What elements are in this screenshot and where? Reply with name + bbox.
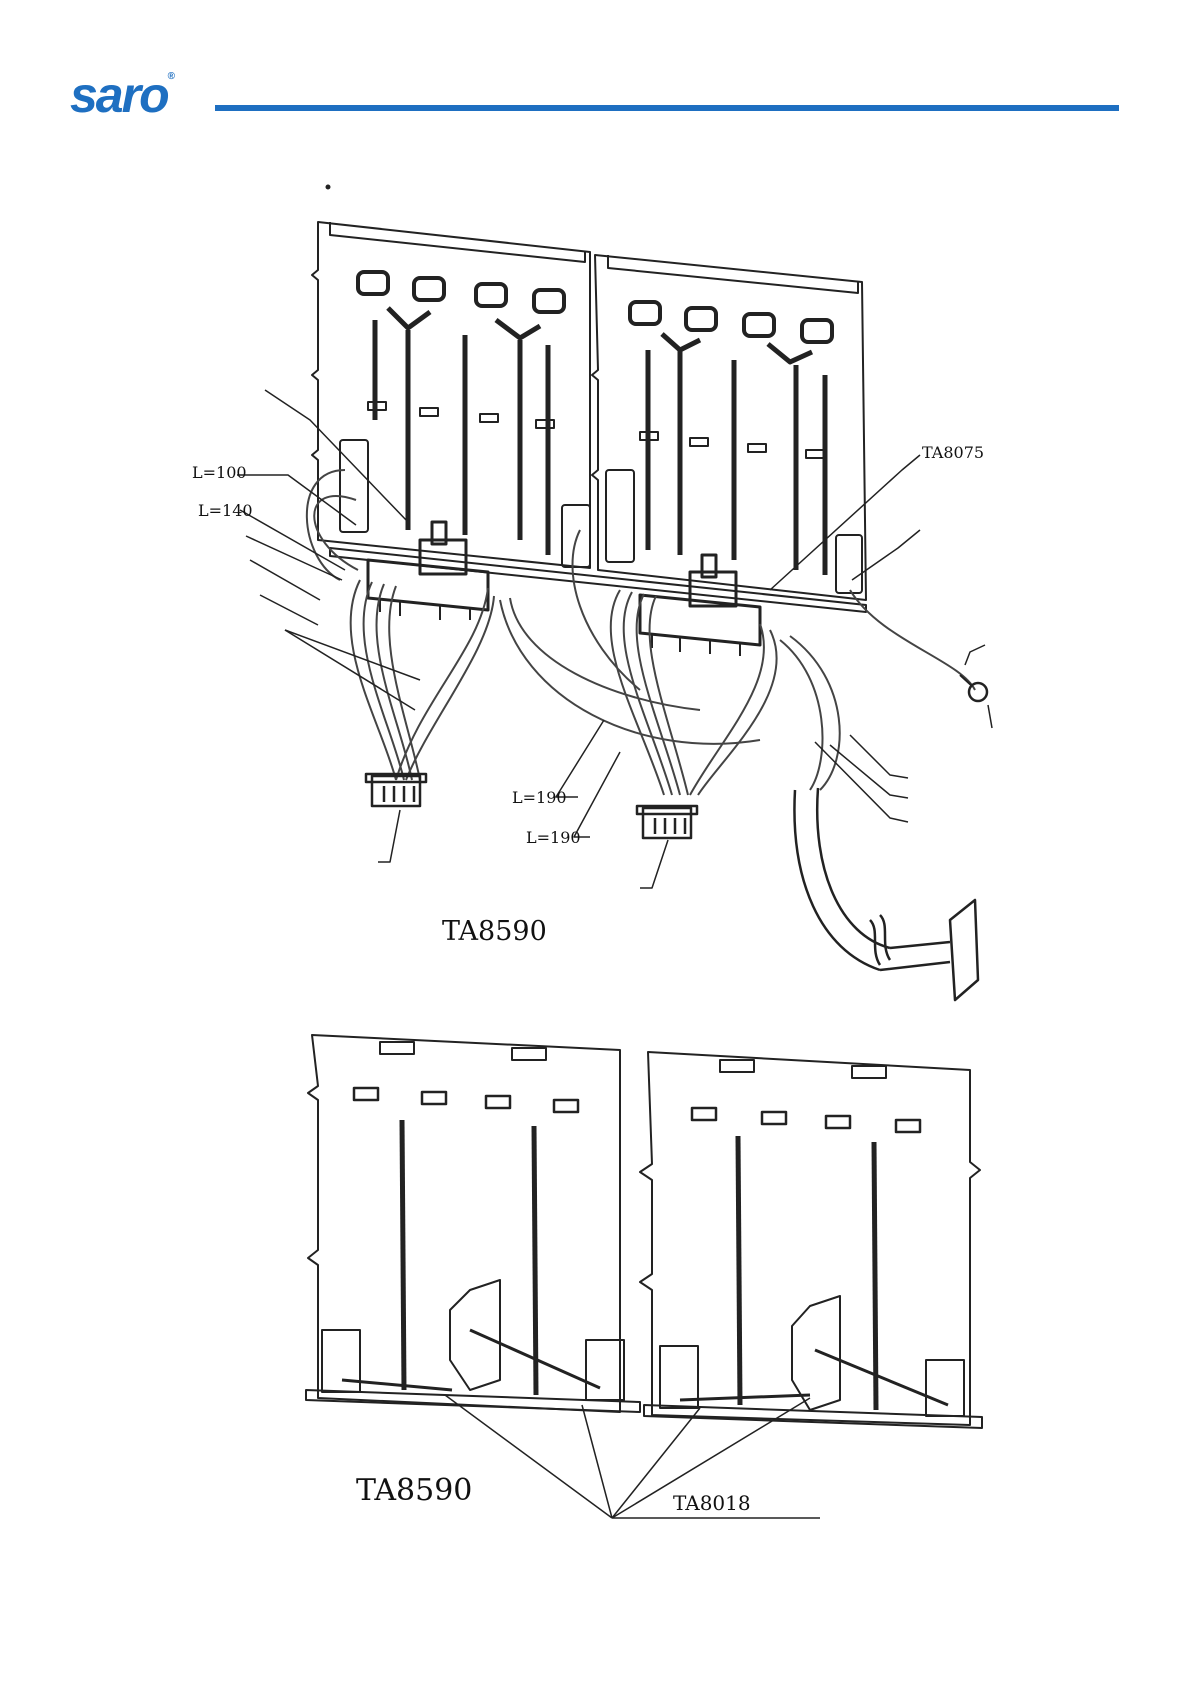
power-cable xyxy=(794,788,978,1000)
top-left-slot-1 xyxy=(358,272,388,294)
bottom-assembly xyxy=(306,1035,982,1518)
label-ta8590-bottom: TA8590 xyxy=(356,1473,472,1508)
label-ta8018: TA8018 xyxy=(673,1491,751,1515)
label-l100: L=100 xyxy=(192,463,247,482)
top-left-switch xyxy=(368,522,488,620)
bottom-left-bracket-a xyxy=(322,1330,360,1392)
bottom-right-centre-bracket xyxy=(792,1296,840,1410)
top-mid-terminal-bracket-b xyxy=(606,470,634,562)
top-left-slot-2 xyxy=(414,278,444,300)
top-left-slot-3 xyxy=(476,284,506,306)
top-left-terminal-bracket xyxy=(340,440,368,532)
top-right-slot-2 xyxy=(686,308,716,330)
top-right-switch xyxy=(640,555,760,656)
label-l190-a: L=190 xyxy=(512,788,567,807)
top-right-slot-4 xyxy=(802,320,832,342)
label-l140: L=140 xyxy=(198,501,253,520)
top-right-slot-1 xyxy=(630,302,660,324)
label-l190-b: L=190 xyxy=(526,828,581,847)
bottom-right-bracket-b xyxy=(926,1360,964,1416)
top-right-slot-3 xyxy=(744,314,774,336)
top-left-slot-4 xyxy=(534,290,564,312)
top-right-connector xyxy=(637,806,697,838)
top-assembly xyxy=(237,186,992,1001)
label-ta8075: TA8075 xyxy=(922,443,984,462)
label-ta8590-top: TA8590 xyxy=(442,916,547,947)
top-mid-terminal-bracket-a xyxy=(562,505,590,567)
bottom-left-centre-bracket xyxy=(450,1280,500,1390)
bottom-left-bracket-b xyxy=(586,1340,624,1400)
top-right-terminal-bracket xyxy=(836,535,862,593)
